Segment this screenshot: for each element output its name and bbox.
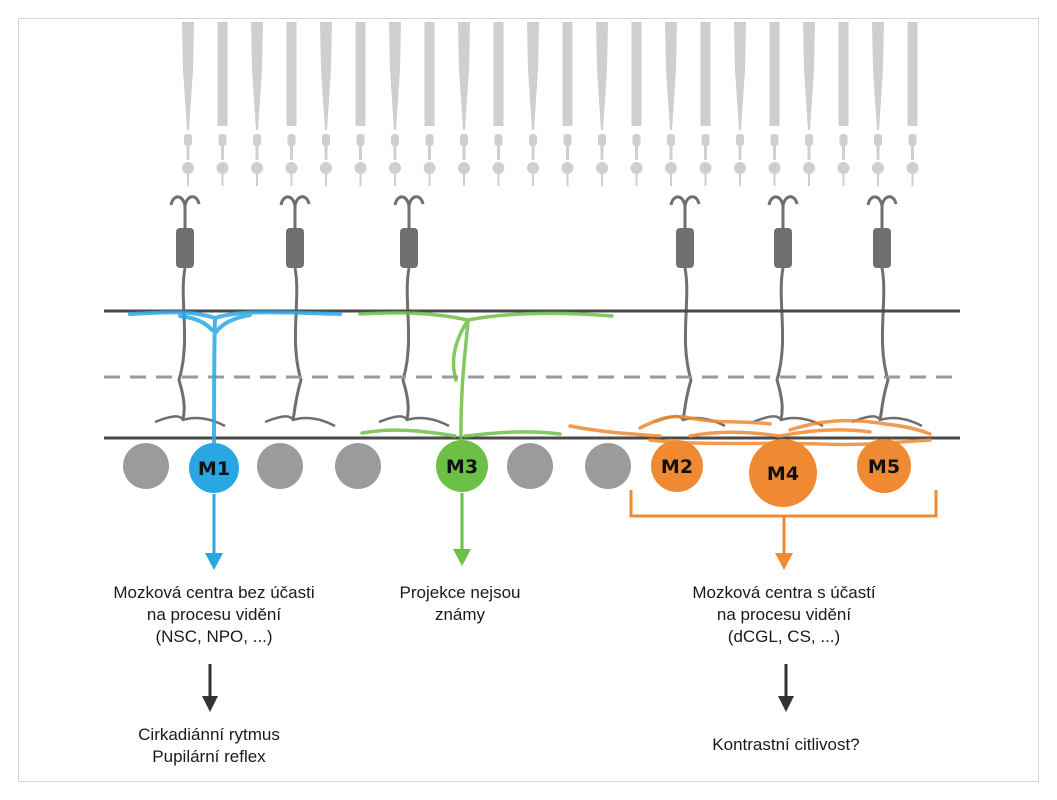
caption-right-line1: Mozková centra s účastí (692, 583, 876, 602)
ganglion-cell (257, 443, 303, 489)
cell-m3: M3 (436, 440, 488, 492)
bipolar-cell (154, 195, 226, 428)
cell-m1: M1 (189, 443, 239, 493)
photoreceptor (872, 22, 884, 186)
bipolar-cell (378, 195, 450, 428)
photoreceptor (458, 22, 470, 186)
cell-m4-label: M4 (767, 463, 799, 485)
cell-m2-label: M2 (661, 456, 693, 478)
photoreceptor (906, 22, 919, 186)
m1-projection-arrow (205, 494, 223, 570)
photoreceptor (768, 22, 781, 186)
photoreceptor (492, 22, 505, 186)
photoreceptor (665, 22, 677, 186)
cell-m1-body (189, 443, 239, 493)
photoreceptor (423, 22, 436, 186)
photoreceptor (734, 22, 746, 186)
left-result-arrow (202, 664, 218, 712)
caption-left-line1: Mozková centra bez účasti (113, 583, 315, 602)
photoreceptor (803, 22, 815, 186)
cell-m2: M2 (651, 440, 703, 492)
cell-m4-body (749, 439, 817, 507)
photoreceptor (182, 22, 194, 186)
photoreceptor-layer (182, 22, 919, 186)
ganglion-cell (335, 443, 381, 489)
photoreceptor (320, 22, 332, 186)
caption-left-line2: na procesu vidění (146, 605, 282, 624)
caption-right-line2: na procesu vidění (716, 605, 852, 624)
caption-right-result: Kontrastní citlivost? (676, 734, 896, 756)
ganglion-cell (507, 443, 553, 489)
caption-left-result-line1: Cirkadiánní rytmus (138, 725, 280, 744)
caption-middle: Projekce nejsou známy (370, 582, 550, 626)
bipolar-cell (752, 195, 824, 428)
m1-dendrites (128, 310, 342, 458)
cell-m4: M4 (749, 439, 817, 507)
bipolar-cell (264, 195, 336, 428)
caption-left-line3: (NSC, NPO, ...) (155, 627, 273, 646)
photoreceptor (389, 22, 401, 186)
photoreceptor (354, 22, 367, 186)
ganglion-cell (123, 443, 169, 489)
caption-right-line3: (dCGL, CS, ...) (727, 627, 841, 646)
ganglion-cells-gray (123, 443, 631, 489)
photoreceptor (630, 22, 643, 186)
cell-m1-label: M1 (198, 458, 230, 480)
photoreceptor (527, 22, 539, 186)
cell-m3-body (436, 440, 488, 492)
right-result-arrow (778, 664, 794, 712)
cell-m5-label: M5 (868, 456, 900, 478)
cell-m3-label: M3 (446, 456, 478, 478)
m3-dendrites (358, 311, 614, 458)
bipolar-cell (851, 195, 923, 428)
caption-middle-line1: Projekce nejsou (399, 583, 521, 602)
photoreceptor (285, 22, 298, 186)
ganglion-cell (585, 443, 631, 489)
caption-right-result-line1: Kontrastní citlivost? (712, 735, 860, 754)
cell-m5: M5 (857, 439, 911, 493)
photoreceptor (699, 22, 712, 186)
caption-middle-line2: známy (434, 605, 486, 624)
caption-left-result: Cirkadiánní rytmus Pupilární reflex (104, 724, 314, 768)
cell-m2-body (651, 440, 703, 492)
caption-left-result-line2: Pupilární reflex (152, 747, 266, 766)
m3-projection-arrow (453, 493, 471, 566)
cell-m5-body (857, 439, 911, 493)
photoreceptor (251, 22, 263, 186)
photoreceptor (561, 22, 574, 186)
caption-left: Mozková centra bez účasti na procesu vid… (94, 582, 334, 648)
photoreceptor (596, 22, 608, 186)
photoreceptor (837, 22, 850, 186)
orange-projection-arrow (775, 516, 793, 570)
caption-right: Mozková centra s účastí na procesu viděn… (664, 582, 904, 648)
photoreceptor (216, 22, 229, 186)
